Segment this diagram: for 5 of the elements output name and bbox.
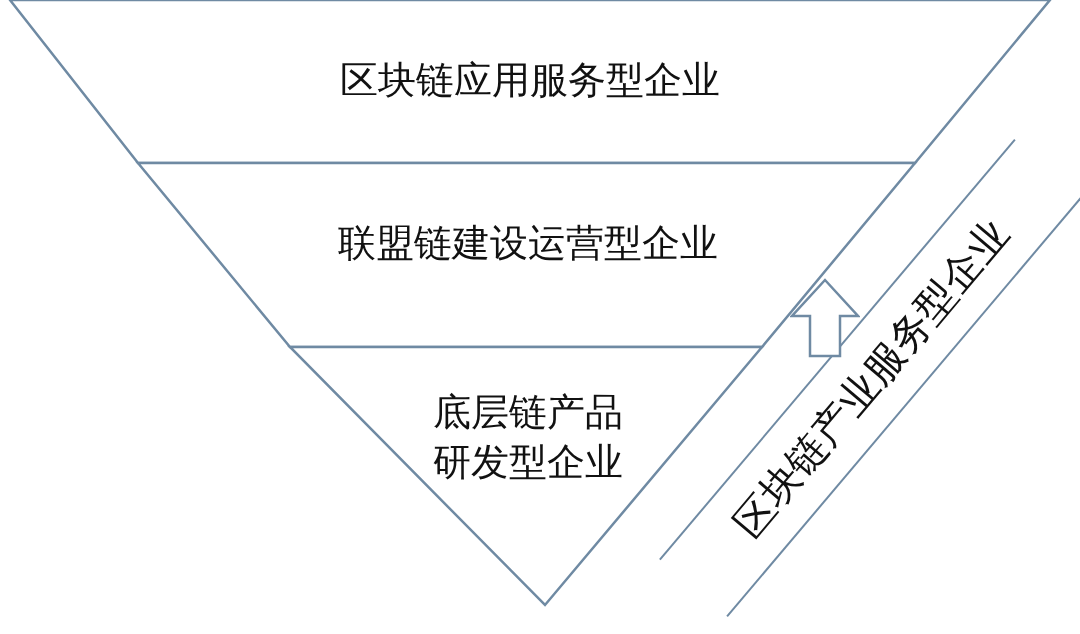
band-label: 区块链产业服务型企业 bbox=[723, 209, 1019, 548]
block-arrow bbox=[790, 278, 860, 358]
layer-label: 区块链应用服务型企业 bbox=[339, 57, 721, 104]
layer-label: 联盟链建设运营型企业 bbox=[337, 220, 719, 267]
layer-label: 底层链产品研发型企业 bbox=[431, 389, 624, 486]
